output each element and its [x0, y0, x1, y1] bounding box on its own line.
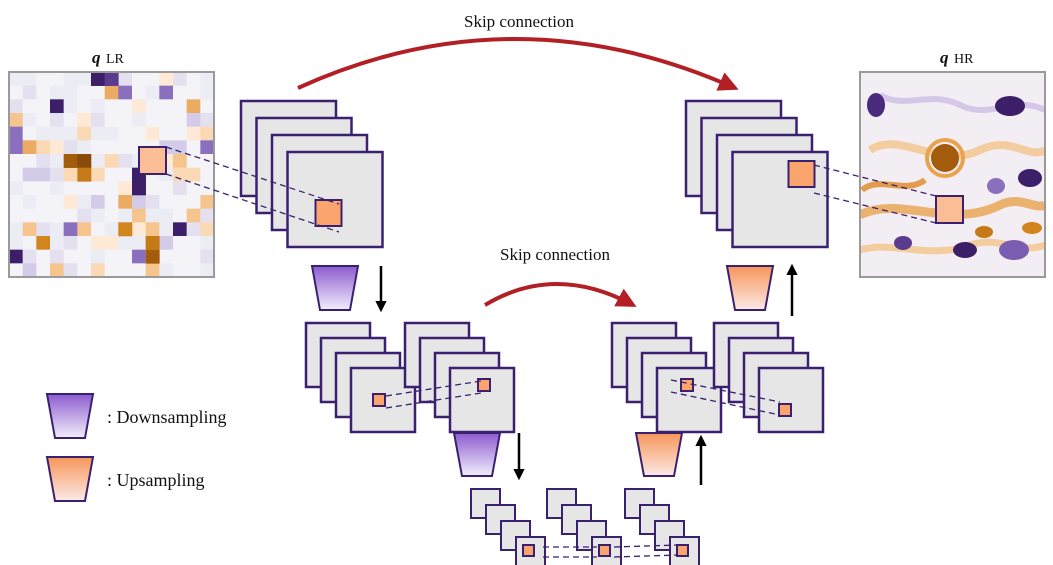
downsampling-trapezoid-icon — [310, 265, 360, 311]
decoder-stack-2b — [712, 321, 825, 434]
upsampling-trapezoid-icon — [634, 432, 684, 477]
feature-patch — [522, 544, 535, 557]
upsampling-trapezoid-icon — [725, 265, 775, 311]
legend-upsampling-label: : Upsampling — [107, 470, 205, 490]
lr-patch — [138, 146, 167, 175]
output-label-symbol: q — [940, 48, 949, 67]
legend: : Downsampling : Upsampling — [45, 393, 227, 502]
feature-patch — [787, 160, 816, 188]
encoder-stack-2b — [403, 321, 516, 434]
feature-patch — [372, 393, 386, 407]
legend-downsampling-label: : Downsampling — [107, 407, 227, 427]
feature-map — [669, 536, 700, 565]
decoder-stack-2a — [610, 321, 723, 434]
feature-patch — [598, 544, 611, 557]
skip-connection-top-label: Skip connection — [464, 12, 575, 31]
encoder-stack-2a — [304, 321, 417, 434]
input-label-symbol: q — [92, 48, 101, 67]
skip-connection-mid-label: Skip connection — [500, 245, 611, 264]
feature-patch — [680, 378, 694, 392]
bottleneck-stack-c — [624, 488, 700, 565]
encoder-stack-1 — [239, 99, 384, 249]
hr-patch — [935, 195, 964, 224]
legend-upsampling-icon — [45, 456, 95, 502]
input-label-subscript: LR — [106, 52, 125, 67]
decoder-stack-1 — [684, 99, 829, 249]
bottleneck-stack-a — [470, 488, 546, 565]
output-label-subscript: HR — [954, 52, 974, 67]
feature-patch — [477, 378, 491, 392]
feature-patch — [314, 199, 343, 227]
patch-connectors — [165, 146, 937, 558]
legend-downsampling-icon — [45, 393, 95, 439]
output-hr-field — [859, 71, 1046, 278]
downsampling-trapezoid-icon — [452, 432, 502, 477]
feature-map — [757, 366, 825, 434]
input-lr-field — [8, 71, 215, 278]
skip-arrow-icon — [297, 37, 739, 91]
skip-arrow-icon — [483, 282, 637, 307]
bottleneck-stack-b — [546, 488, 622, 565]
feature-patch — [778, 403, 792, 417]
feature-map — [448, 366, 516, 434]
feature-map — [515, 536, 546, 565]
feature-patch — [676, 544, 689, 557]
